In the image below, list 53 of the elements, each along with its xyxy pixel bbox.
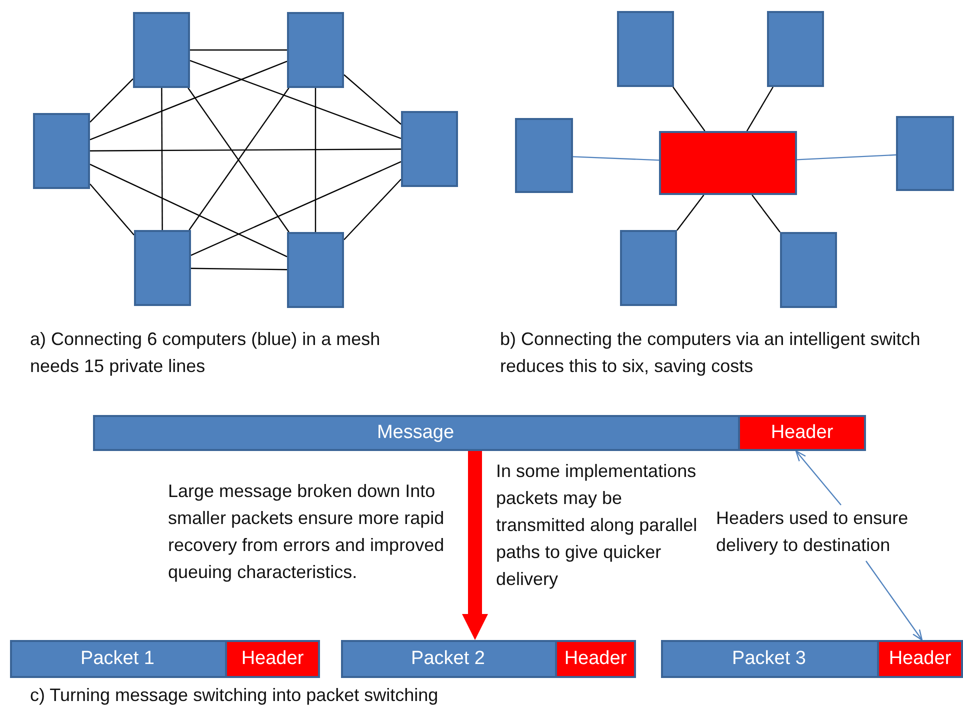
connection-line xyxy=(672,86,706,132)
connection-line xyxy=(191,268,287,270)
caption-text: b) Connecting the computers via an intelligent switch reduces this to six, saving costs xyxy=(500,328,922,378)
block-arrow xyxy=(462,451,488,640)
connection-line xyxy=(572,156,660,161)
bar-label: Packet 3 xyxy=(731,648,807,670)
connection-line xyxy=(190,161,402,256)
computer-box xyxy=(133,12,190,88)
connection-line xyxy=(314,88,316,232)
connection-line xyxy=(90,60,288,140)
computer-box xyxy=(617,11,674,87)
leader-arrow xyxy=(795,450,842,506)
connection-line xyxy=(746,86,774,132)
computer-box xyxy=(780,232,837,308)
connection-line xyxy=(752,194,780,232)
connection-line xyxy=(796,154,896,160)
caption-text: In some implementations packets may be transmitted along parallel paths to give quicker delivery xyxy=(496,460,698,591)
connection-line xyxy=(90,164,288,258)
computer-box xyxy=(287,12,344,88)
computer-box xyxy=(620,230,677,306)
computer-box xyxy=(896,116,954,191)
header-segment: Header xyxy=(225,640,320,678)
connection-line xyxy=(90,148,401,152)
connection-line xyxy=(90,78,134,123)
computer-box xyxy=(287,232,344,308)
switch-box xyxy=(659,131,797,195)
caption-text: c) Turning message switching into packet switching xyxy=(30,684,440,707)
connection-line xyxy=(161,88,163,230)
packet-bar xyxy=(341,640,636,678)
caption-text: a) Connecting 6 computers (blue) in a mesh needs 15 private lines xyxy=(30,328,382,378)
computer-box xyxy=(767,11,824,87)
message-bar xyxy=(93,415,866,451)
header-segment: Header xyxy=(738,415,866,451)
packet-bar xyxy=(10,640,320,678)
packet-bar xyxy=(661,640,963,678)
header-segment: Header xyxy=(555,640,636,678)
connection-line xyxy=(676,194,704,231)
bar-label: Packet 1 xyxy=(80,648,156,670)
computer-box xyxy=(33,113,90,189)
leader-arrow xyxy=(866,560,923,641)
header-segment: Header xyxy=(877,640,963,678)
annotation-text: Headers used to ensure delivery to destination xyxy=(716,505,946,561)
connection-line xyxy=(190,49,287,51)
computer-box xyxy=(134,230,191,306)
computer-box xyxy=(401,111,458,187)
bar-label: Packet 2 xyxy=(410,648,486,670)
computer-box xyxy=(515,118,573,193)
connection-line xyxy=(344,74,402,125)
connection-line xyxy=(90,184,134,236)
connection-line xyxy=(344,178,402,240)
connection-line xyxy=(190,60,402,140)
caption-text: Large message broken down Into smaller packets ensure more rapid recovery from errors and improved queuing characteristics. xyxy=(168,480,446,584)
bar-label: Message xyxy=(376,422,456,444)
